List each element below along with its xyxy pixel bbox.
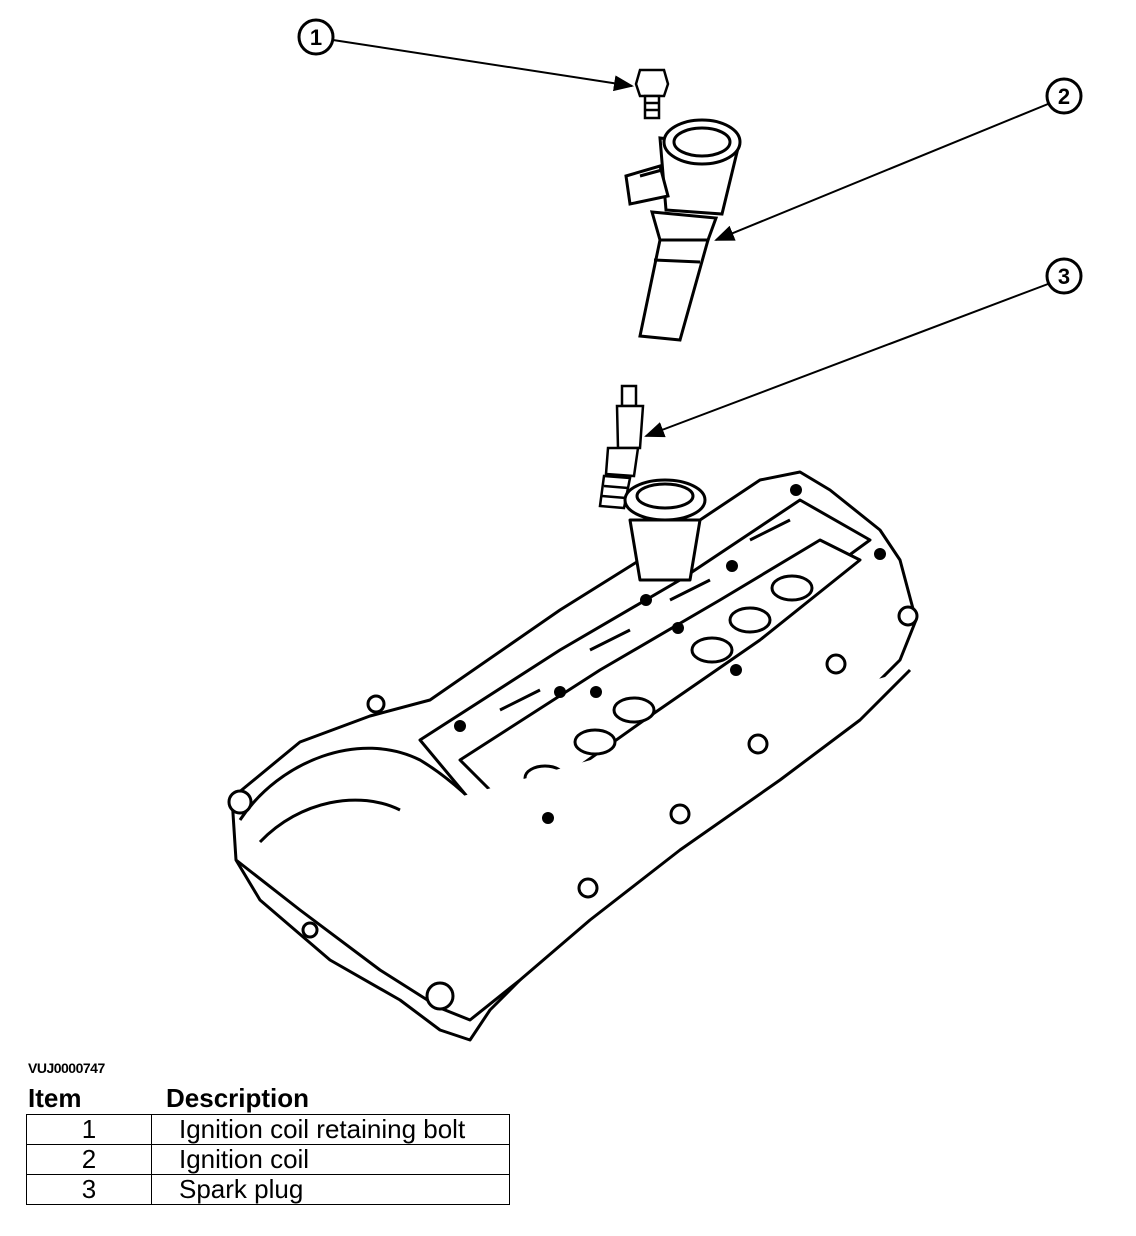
legend-item-number: 2: [26, 1144, 152, 1175]
callout-3: 3: [644, 257, 1083, 438]
legend-item-description: Ignition coil: [151, 1144, 510, 1175]
callout-2: 2: [714, 77, 1083, 241]
legend-row: 3 Spark plug: [26, 1174, 510, 1205]
callout-1: 1: [297, 18, 634, 92]
svg-text:3: 3: [1058, 264, 1070, 289]
exploded-view-diagram: 1 2 3: [227, 18, 1083, 1042]
svg-text:2: 2: [1058, 84, 1070, 109]
legend-header: Item Description: [28, 1083, 488, 1113]
legend-item-number: 3: [26, 1174, 152, 1205]
legend-item-number: 1: [26, 1114, 152, 1145]
legend-row: 2 Ignition coil: [26, 1144, 510, 1175]
legend-table: 1 Ignition coil retaining bolt 2 Ignitio…: [26, 1114, 510, 1205]
legend-item-description: Ignition coil retaining bolt: [151, 1114, 510, 1145]
retaining-bolt: [634, 68, 670, 120]
spark-plug: [598, 384, 645, 510]
figure-id: VUJ0000747: [28, 1060, 105, 1076]
legend-row: 1 Ignition coil retaining bolt: [26, 1114, 510, 1145]
ignition-coil: [624, 118, 742, 342]
legend-item-description: Spark plug: [151, 1174, 510, 1205]
valve-cover: [227, 470, 919, 1042]
svg-text:1: 1: [310, 25, 322, 50]
legend-header-description: Description: [166, 1083, 310, 1113]
cover-bolt-heads: [454, 484, 886, 824]
legend-header-item: Item: [28, 1083, 82, 1113]
